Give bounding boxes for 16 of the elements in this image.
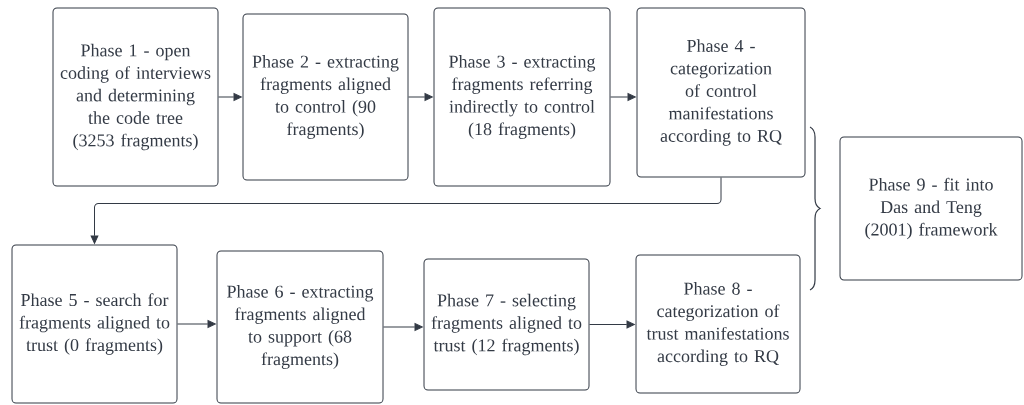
process-box: Phase 1 - open coding of interviews and determining the code tree (3253 fragments) [52,7,219,187]
process-box: Phase 6 - extracting fragments aligned to support (68 fragments) [216,250,384,404]
arrow [177,320,216,328]
arrow [383,323,423,331]
process-box: Phase 4 - categorization of control manifestations according to RQ [636,7,806,178]
process-box: Phase 8 - categorization of trust manifestations according to RQ [635,254,801,394]
process-box: Phase 2 - extracting fragments aligned to control (90 fragments) [242,13,409,181]
arrow [218,93,242,101]
process-box: Phase 5 - search for fragments aligned to trust (0 fragments) [11,244,178,404]
process-box: Phase 3 - extracting fragments referring indirectly to control (18 fragments) [433,7,611,187]
arrow [90,177,722,244]
process-box: Phase 7 - selecting fragments aligned to trust (12 fragments) [423,258,590,391]
arrow [408,93,433,101]
process-box: Phase 9 - fit into Das and Teng (2001) framework [839,136,1023,281]
arrow [589,320,635,329]
arrow [610,93,636,101]
